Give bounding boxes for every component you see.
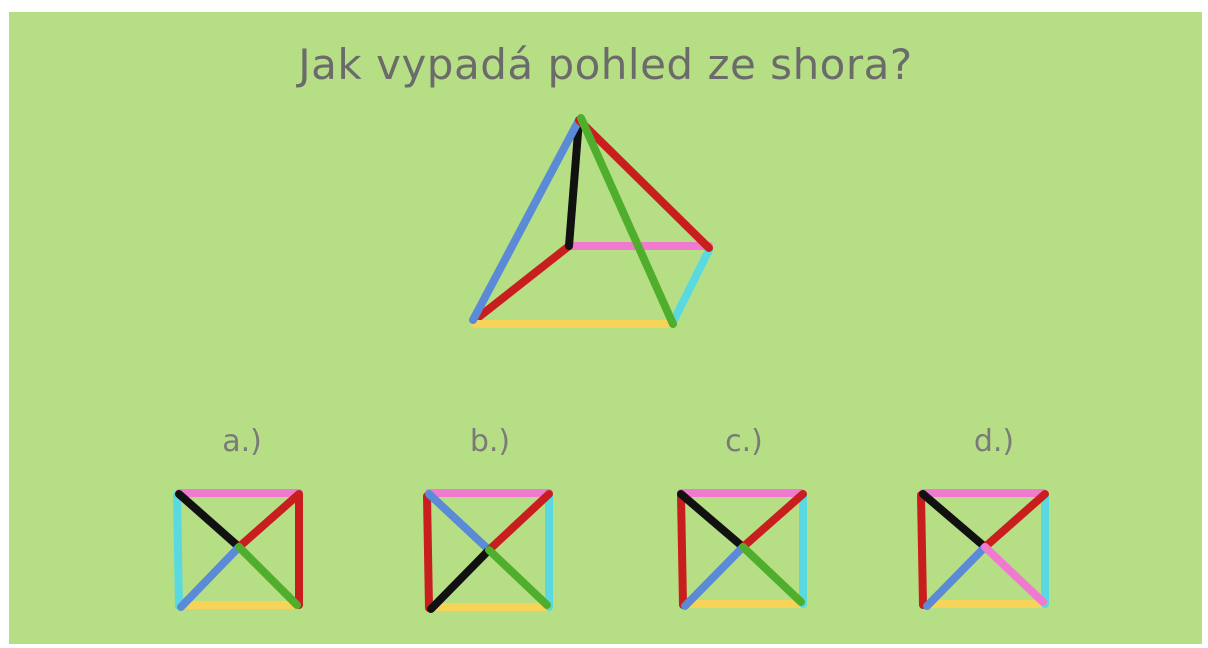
pyramid-edge-cyan <box>669 246 713 326</box>
puzzle-card: Jak vypadá pohled ze shora? a.) b.) c.) … <box>9 12 1202 644</box>
d-left-red <box>917 491 927 609</box>
option-d-label[interactable]: d.) <box>973 424 1015 459</box>
option-a-label[interactable]: a.) <box>222 424 262 459</box>
b-diag-green <box>485 546 551 609</box>
option-c-figure[interactable] <box>9 12 1202 644</box>
a-diag-red <box>235 490 303 551</box>
c-diag-black <box>677 490 747 551</box>
pyramid-edge-blue <box>469 116 583 324</box>
pyramid-edge-red-front <box>575 116 713 252</box>
option-b-figure[interactable] <box>9 12 1202 644</box>
a-left-cyan <box>173 491 183 610</box>
option-a-figure[interactable] <box>9 12 1202 644</box>
b-diag-red <box>485 490 553 554</box>
b-left-red <box>423 492 433 612</box>
c-diag-green <box>739 543 805 606</box>
pyramid-figure <box>469 114 713 328</box>
option-d-figure[interactable] <box>9 12 1202 644</box>
option-b-label[interactable]: b.) <box>469 424 511 459</box>
c-diag-blue <box>681 543 747 610</box>
d-diag-pink <box>981 543 1047 606</box>
a-diag-green <box>235 543 301 609</box>
question-title: Jak vypadá pohled ze shora? <box>298 40 913 89</box>
d-diag-red <box>981 490 1049 551</box>
c-left-red <box>677 491 687 609</box>
a-diag-black <box>175 490 243 551</box>
d-diag-blue <box>923 543 989 610</box>
pyramid-edge-green <box>577 114 677 328</box>
d-diag-black <box>919 490 989 551</box>
b-diag-black <box>427 546 493 613</box>
a-diag-blue <box>177 543 243 611</box>
pyramid-edge-red-back <box>471 242 573 324</box>
c-diag-red <box>739 490 807 551</box>
option-c-label[interactable]: c.) <box>725 424 763 459</box>
pyramid-edge-black <box>565 116 583 250</box>
b-diag-blue <box>425 490 493 554</box>
